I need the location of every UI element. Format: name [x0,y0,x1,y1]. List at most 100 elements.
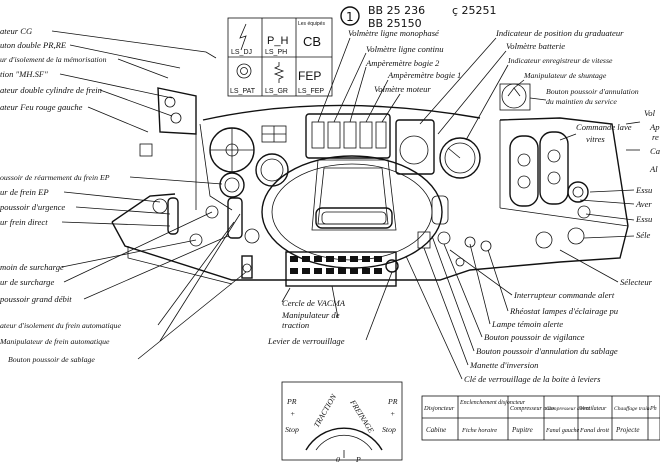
button-strip [290,256,382,274]
label-left-0: ateur CG [0,26,33,36]
dial-zero: 0 [336,455,340,464]
loco-number-2: BB 25150 [368,17,422,30]
label-left-14: Manipulateur de frein automatique [0,337,110,346]
legend-r1-c4: Compresseur direct [546,406,590,412]
label-right-8: Essu [635,185,652,195]
label-bottom-10: Clé de verrouillage de la boite à levier… [464,374,601,384]
label-top-4: Volmètre moteur [374,84,431,94]
label-right-9: Aver [635,199,652,209]
legend-table: Disjoncteur Enclenchement disjoncteur Co… [421,395,660,441]
label-bottom-0: Cercle de VACMA [282,298,346,308]
label-left-5: ateur Feu rouge gauche [0,102,83,112]
label-left-15: Bouton poussoir de sablage [8,355,95,364]
dial-pr-left: PR [286,397,297,406]
label-right-12: Sélecteur [620,277,653,287]
label-bottom-6: Lampe témoin alerte [491,319,563,329]
label-right-1: Volmètre batterie [506,41,565,51]
label-right-6: Commande lave [576,122,632,132]
wiper-knob [567,181,589,203]
legend-r2-c6: Projecte [615,426,639,434]
label-right-7: vitres [586,134,605,144]
symbol-box: LS_DJ P_H LS_PH Les équipés CB LS_PAT LS… [227,17,333,97]
label-right-14: Ap [649,122,660,132]
labels-bottom: Cercle de VACMA Manipulateur de traction… [267,235,618,384]
gauge-left-1 [255,153,289,187]
label-right-16: Ca [650,146,660,156]
labels-left: ateur CG uton double PR,RE ur d'isolemen… [0,26,247,364]
ls-ph-label: LS_PH [265,49,287,56]
label-right-11: Séle [636,230,650,240]
legend-r1-c2: Enclenchement disjoncteur [459,400,526,406]
label-left-10: moin de surcharge [0,262,64,272]
label-right-0: Indicateur de position du graduateur [495,28,624,38]
label-left-7: ur de frein EP [0,187,49,197]
legend-r2-c4: Fanal gauche [545,428,579,434]
legend-r2-c2: Fiche horaire [461,427,497,434]
label-top-3: Ampèremètre bogie 1 [387,70,461,80]
legend-r1-c5: Ventilateur [580,406,607,412]
gauge-left-2 [219,172,245,198]
p-h-label: P_H [267,35,288,47]
label-bottom-4: Interrupteur commande alert [513,290,615,300]
dial-plus-left: + [290,409,295,418]
graduateur-gauge [399,135,429,165]
dial-traction: TRACTION [312,392,339,429]
cb-label: CB [303,34,321,49]
label-right-5: du maintien du service [546,97,617,106]
label-top-0: Volmètre ligne monophasé [348,28,440,38]
label-left-8: poussoir d'urgence [0,202,65,212]
label-right-4: Bouton poussoir d'annulation [546,87,639,96]
labels-top: Volmètre ligne monophasé Volmètre ligne … [317,28,461,123]
label-right-13: Vol [644,108,656,118]
label-left-6: oussoir de réarmement du frein EP [0,173,110,182]
dial-stop-right: Stop [382,425,396,434]
console-body [111,83,629,287]
legend-r2-c3: Pupitre [511,426,533,434]
labels-right: Indicateur de position du graduateur Vol… [419,28,660,287]
spiral-icon [236,63,252,79]
dial-plus-right: + [390,409,395,418]
legend-r2-c1: Cabine [426,426,446,434]
legend-r2-c5: Fanal droit [579,427,609,434]
header: 1 BB 25 236 BB 25150 ç 25251 [340,4,497,30]
cb-top-label: Les équipés [298,21,325,27]
label-left-12: poussoir grand débit [0,294,72,304]
traction-dial: PR + Stop TRACTION FREINAGE PR + Stop 0 … [281,381,403,464]
label-top-2: Ampèremètre bogie 2 [365,58,440,68]
label-left-4: ateur double cylindre de frein [0,85,102,95]
dial-stop-left: Stop [285,425,299,434]
label-left-2: ur d'isolement de la mémorisation [0,55,107,64]
label-left-3: tion "MH.SF" [0,69,48,79]
label-right-2: Indicateur enregistreur de vitesse [507,56,613,65]
ls-gr-label: LS_GR [265,88,288,95]
label-left-13: ateur d'isolement du frein automatique [0,321,121,330]
label-right-10: Essu [635,214,652,224]
label-right-3: Manipulateur de shuntage [523,71,607,80]
label-left-1: uton double PR,RE [0,40,67,50]
label-left-9: ur frein direct [0,217,48,227]
loco-number-3: ç 25251 [452,4,497,17]
ls-fep-label: LS_FEP [298,88,324,95]
ls-dj-label: LS_DJ [231,49,252,56]
label-bottom-1: Manipulateur de [281,310,340,320]
loco-number-1: BB 25 236 [368,4,425,17]
legend-r1-c1: Disjoncteur [423,405,455,412]
view-number-badge [340,6,360,26]
fep-label: FEP [298,69,321,83]
view-number: 1 [346,10,354,24]
label-bottom-2: traction [282,320,309,330]
label-bottom-7: Bouton poussoir de vigilance [484,332,585,342]
lightning-icon [239,23,247,51]
label-left-11: ur de surcharge [0,277,54,287]
label-top-1: Volmètre ligne continu [366,44,444,54]
label-bottom-3: Levier de verrouillage [267,336,345,346]
legend-r1-c7: Ph [649,406,657,412]
dial-p: P [355,455,361,464]
dial-pr-right: PR [387,397,398,406]
legend-r1-c3: Compresseur auto [510,406,554,412]
speed-gauge [439,137,481,179]
ls-pat-label: LS_PAT [230,88,256,95]
legend-r1-c6: Chauffage train [614,405,650,412]
label-bottom-8: Bouton poussoir d'annulation du sablage [476,346,618,356]
